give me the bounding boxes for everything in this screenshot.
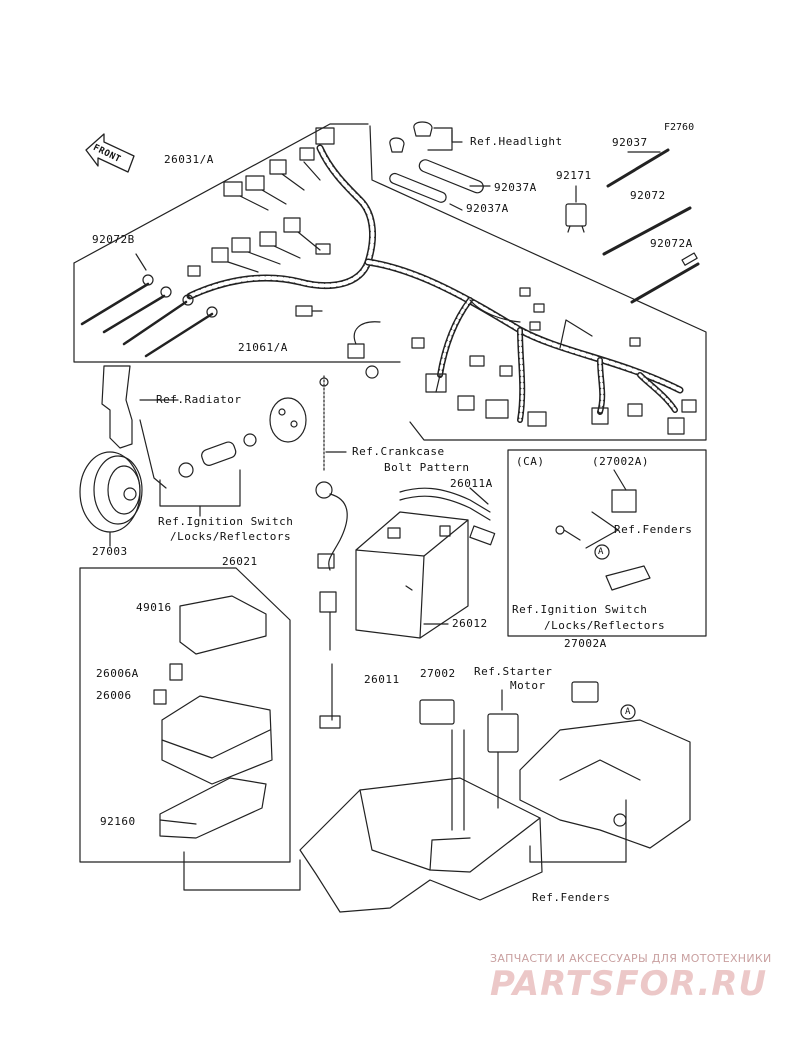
horn-drawing bbox=[79, 365, 179, 547]
figure-id: F2760 bbox=[664, 122, 695, 133]
part-92072b-label[interactable]: 92072B bbox=[92, 233, 135, 246]
harness-outline bbox=[73, 123, 707, 441]
part-27003-label[interactable]: 27003 bbox=[92, 545, 128, 558]
part-26012-label[interactable]: 26012 bbox=[452, 617, 488, 630]
ref-ignition-label[interactable]: Ref.Ignition Switch bbox=[158, 515, 294, 528]
watermark-tagline: ЗАПЧАСТИ И АКСЕССУАРЫ ДЛЯ МОТОТЕХНИКИ bbox=[490, 952, 772, 965]
ref-starter-label-2[interactable]: Motor bbox=[510, 679, 546, 692]
battery-cable-drawing bbox=[399, 487, 496, 546]
part-92171-label[interactable]: 92171 bbox=[556, 169, 592, 182]
part-27002a-ca-label[interactable]: (27002A) bbox=[592, 455, 649, 468]
ref-ignition-label-2[interactable]: /Locks/Reflectors bbox=[170, 530, 292, 543]
part-27002a-label[interactable]: 27002A bbox=[564, 637, 607, 650]
ties-92072b-drawing bbox=[80, 253, 218, 358]
junction-box-drawing bbox=[79, 567, 301, 891]
cable-26011-drawing bbox=[319, 591, 341, 729]
ignition-parts-drawing bbox=[159, 397, 307, 517]
part-26031a-label[interactable]: 26031/A bbox=[164, 153, 214, 166]
front-arrow-icon bbox=[85, 133, 135, 173]
part-92072-label[interactable]: 92072 bbox=[630, 189, 666, 202]
ref-fenders-label[interactable]: Ref.Fenders bbox=[532, 891, 611, 904]
part-92037-label[interactable]: 92037 bbox=[612, 136, 648, 149]
headlight-clamps-drawing bbox=[389, 121, 491, 211]
ca-inset-drawing bbox=[507, 449, 707, 637]
ca-label: (CA) bbox=[516, 455, 545, 468]
part-26011a-label[interactable]: 26011A bbox=[450, 477, 493, 490]
ground-cable-drawing bbox=[315, 375, 348, 571]
part-26011-label[interactable]: 26011 bbox=[364, 673, 400, 686]
ref-ignition-ca-label-2[interactable]: /Locks/Reflectors bbox=[544, 619, 666, 632]
ref-headlight-label[interactable]: Ref.Headlight bbox=[470, 135, 563, 148]
part-92160-label[interactable]: 92160 bbox=[100, 815, 136, 828]
ties-and-bolt-drawing bbox=[602, 148, 700, 304]
part-92072a-label[interactable]: 92072A bbox=[650, 237, 693, 250]
ref-crankcase-label[interactable]: Ref.Crankcase bbox=[352, 445, 445, 458]
ref-ignition-ca-label[interactable]: Ref.Ignition Switch bbox=[512, 603, 648, 616]
part-21061a-label[interactable]: 21061/A bbox=[238, 341, 288, 354]
ref-radiator-label[interactable]: Ref.Radiator bbox=[156, 393, 242, 406]
part-92037a-label-1[interactable]: 92037A bbox=[494, 181, 537, 194]
part-49016-label[interactable]: 49016 bbox=[136, 601, 172, 614]
part-92037a-label-2[interactable]: 92037A bbox=[466, 202, 509, 215]
ref-crankcase-label-2[interactable]: Bolt Pattern bbox=[384, 461, 470, 474]
watermark-logo: PARTSFOR.RU bbox=[490, 964, 768, 1004]
marker-a-ca: A bbox=[598, 547, 604, 557]
ref-starter-label[interactable]: Ref.Starter bbox=[474, 665, 553, 678]
part-27002-label[interactable]: 27002 bbox=[420, 667, 456, 680]
battery-tray-drawing bbox=[299, 681, 691, 913]
ref-fenders-ca-label[interactable]: Ref.Fenders bbox=[614, 523, 693, 536]
part-26021-label[interactable]: 26021 bbox=[222, 555, 258, 568]
battery-drawing bbox=[355, 511, 469, 639]
part-26006-label[interactable]: 26006 bbox=[96, 689, 132, 702]
part-26006a-label[interactable]: 26006A bbox=[96, 667, 139, 680]
wiring-harness-drawing bbox=[186, 127, 697, 435]
marker-a: A bbox=[625, 707, 631, 717]
relay-92171-drawing bbox=[565, 185, 587, 233]
